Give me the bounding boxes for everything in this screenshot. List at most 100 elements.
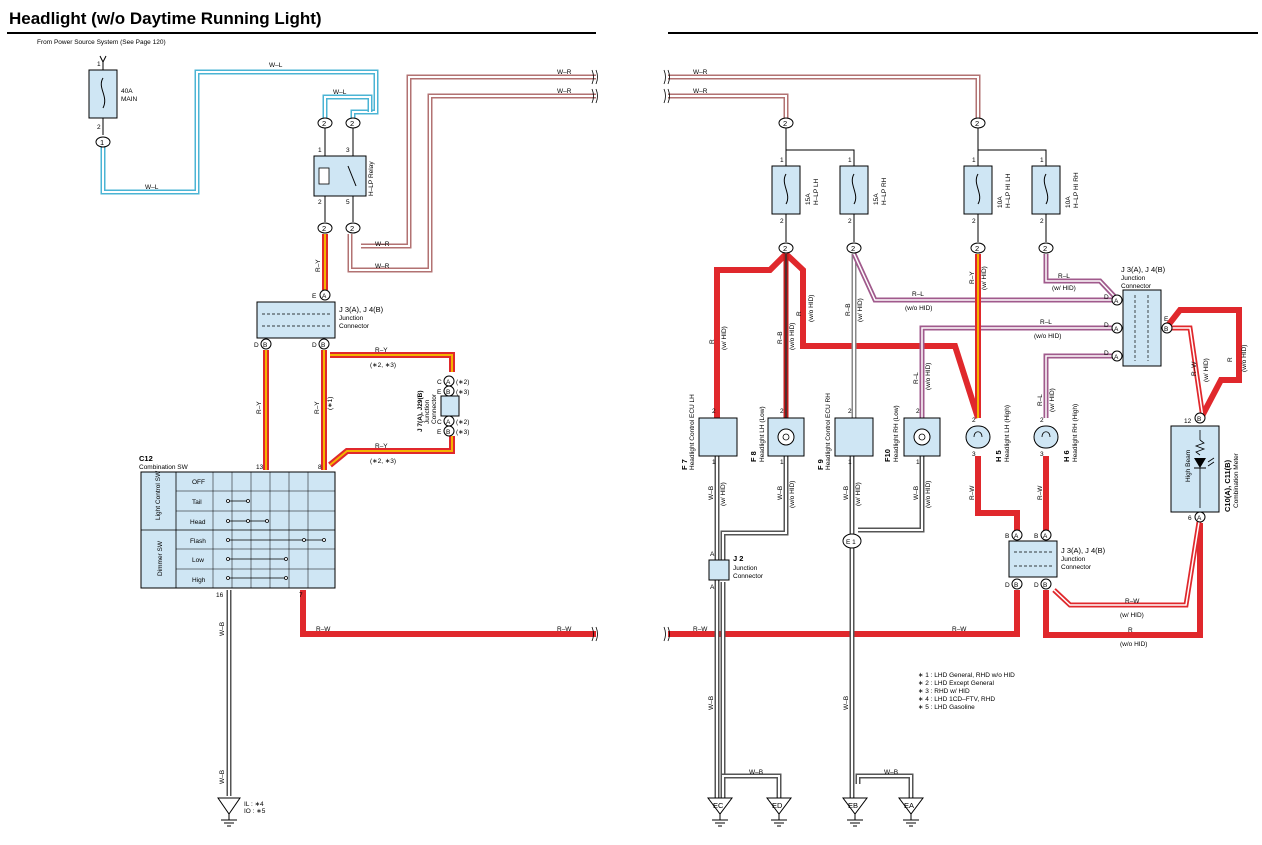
diagram-label: 2 [975, 244, 979, 253]
diagram-label: (w/ HID) [1120, 612, 1144, 619]
diagram-label: (w/ HID) [857, 298, 864, 322]
diagram-label: W–B [708, 696, 715, 710]
diagram-label: 1 [916, 459, 920, 466]
diagram-label: B [1034, 533, 1038, 540]
diagram-label: W–R [693, 69, 708, 76]
diagram-label: B [1005, 533, 1009, 540]
diagram-label: A [1197, 515, 1202, 522]
diagram-label: J 2 [733, 554, 743, 563]
diagram-label: D [312, 342, 317, 349]
diagram-label: 7 [299, 592, 303, 599]
diagram-label: 1 [318, 147, 322, 154]
diagram-label: D [1034, 582, 1039, 589]
diagram-label: (w/o HID) [925, 363, 932, 390]
diagram-label: 2 [1040, 417, 1044, 424]
diagram-label: R–W [1191, 361, 1198, 376]
diagram-label: (w/o HID) [808, 295, 815, 322]
wire-rl [851, 252, 1118, 418]
legend-item: ∗ 2 : LHD Except General [918, 680, 994, 687]
diagram-label: 2 [916, 408, 920, 415]
diagram-label: 2 [322, 119, 326, 128]
wire-wl-relay [322, 94, 373, 118]
diagram-label: Junction [339, 315, 364, 322]
diagram-label: Headlight RH (Low) [893, 405, 900, 462]
diagram-label: (w/ HID) [1049, 388, 1056, 412]
j7-j29-label: J 7(A), J29(B) [417, 390, 424, 432]
diagram-label: F 7 [680, 459, 689, 470]
diagram-label: F 9 [816, 459, 825, 470]
diagram-label: R–Y [969, 271, 976, 284]
diagram-label: F10 [883, 449, 892, 462]
diagram-label: Combination Meter [1233, 452, 1240, 508]
diagram-label: J 3(A), J 4(B) [1121, 265, 1166, 274]
diagram-label: Headlight LH (High) [1004, 405, 1011, 462]
diagram-label: D [1005, 582, 1010, 589]
diagram-label: (w/ HID) [1052, 285, 1076, 292]
diagram-label: 12 [1184, 418, 1192, 425]
diagram-label: 8 [318, 464, 322, 471]
ground-ed [766, 797, 792, 827]
diagram-label: W–B [219, 770, 226, 784]
diagram-label: R [1128, 627, 1133, 634]
diagram-label: 1 [780, 459, 784, 466]
diagram-label: Headlight Control ECU RH [825, 393, 832, 470]
sw-pos-tail: Tail [192, 499, 202, 506]
diagram-label: 2 [322, 224, 326, 233]
diagram-label: 1 [97, 61, 101, 68]
diagram-label: R–L [1037, 394, 1044, 406]
diagram-label: (w/ HID) [721, 326, 728, 350]
diagram-label: 2 [848, 218, 852, 225]
fuse-main-rating: 40A [121, 88, 133, 95]
combination-sw-code: C12 [139, 454, 153, 463]
diagram-label: H–LP HI RH [1073, 172, 1080, 208]
junction-j7-j29 [440, 395, 460, 417]
diagram-label: 2 [712, 408, 716, 415]
diagram-label: W–L [333, 89, 347, 96]
diagram-label: R–W [693, 626, 708, 633]
diagram-label: (w/o HID) [905, 305, 932, 312]
diagram-label: 5 [346, 199, 350, 206]
diagram-label: R–Y [315, 259, 322, 272]
headlight-control-ecu-rh [834, 417, 874, 457]
diagram-label: 13 [256, 464, 264, 471]
relay-name: H–LP Relay [368, 161, 375, 196]
diagram-label: E [437, 429, 442, 436]
diagram-label: (w/ HID) [1203, 358, 1210, 382]
diagram-label: 2 [783, 244, 787, 253]
diagram-label: (∗2, ∗3) [370, 362, 396, 369]
diagram-label: 10A [997, 196, 1004, 208]
diagram-label: (w/o HID) [789, 481, 796, 508]
diagram-label: 10A [1065, 196, 1072, 208]
diagram-label: 16 [216, 592, 224, 599]
junction-j3-j4-left [256, 301, 336, 339]
combination-sw-name: Combination SW [139, 464, 189, 471]
diagram-label: A [446, 419, 451, 426]
diagram-label: A [446, 379, 451, 386]
diagram-label: 2 [1040, 218, 1044, 225]
diagram-label: H 5 [994, 450, 1003, 462]
diagram-label: B [1197, 416, 1201, 423]
diagram-label: R–B [845, 303, 852, 316]
legend-item: ∗ 4 : LHD 1CD–FTV, RHD [918, 696, 995, 703]
diagram-label: R–W [1037, 485, 1044, 500]
diagram-label: R–L [1040, 319, 1052, 326]
diagram-label: W–R [693, 88, 708, 95]
diagram-label: R–Y [375, 443, 388, 450]
fuse-main [88, 69, 118, 119]
fuse-hlp-hi-rh: 1 2 10A H–LP HI RH 2 [1031, 157, 1080, 254]
combination-meter [1170, 425, 1220, 513]
diagram-label: R–W [316, 626, 331, 633]
diagram-label: (w/ HID) [855, 482, 862, 506]
hlp-relay [313, 155, 367, 197]
diagram-label: J 3(A), J 4(B) [1061, 546, 1106, 555]
diagram-label: 2 [780, 408, 784, 415]
diagram-label: R–W [952, 626, 967, 633]
diagram-label: 3 [1040, 451, 1044, 458]
diagram-label: 15A [873, 193, 880, 205]
diagram-label: 2 [972, 417, 976, 424]
diagram-label: B [1043, 582, 1047, 589]
relay-conn-in-3 [345, 117, 361, 129]
diagram-label: B [1164, 326, 1168, 333]
diagram-label: W–B [843, 696, 850, 710]
diagram-label: Junction [424, 399, 431, 424]
